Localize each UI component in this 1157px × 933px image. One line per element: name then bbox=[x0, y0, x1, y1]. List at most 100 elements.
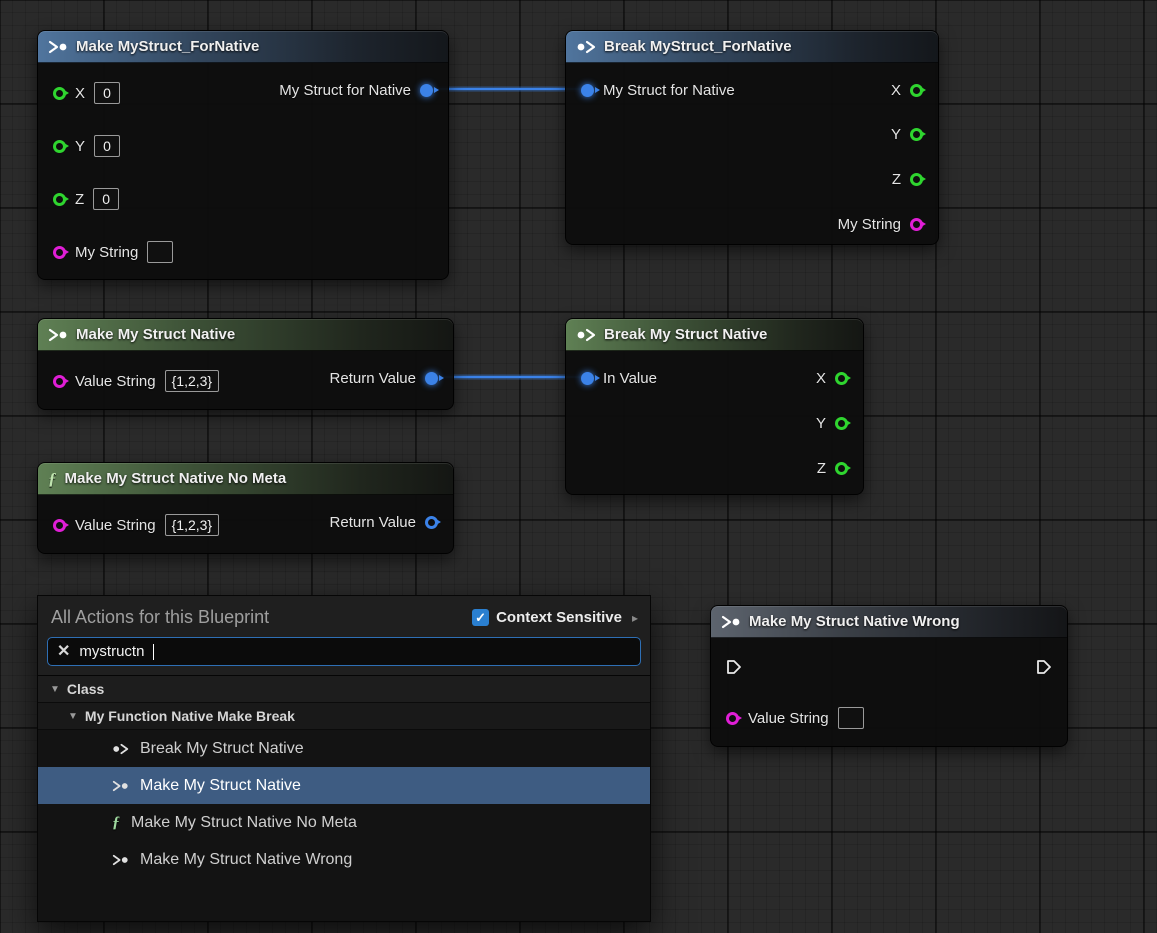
pin-label: Return Value bbox=[329, 369, 416, 387]
node-title: Make My Struct Native Wrong bbox=[749, 613, 960, 630]
node-header[interactable]: Break My Struct Native bbox=[566, 319, 863, 351]
clear-search-icon[interactable]: ✕ bbox=[57, 642, 71, 660]
pin-x[interactable] bbox=[53, 86, 66, 100]
pin-row-value-string: Value String {1,2,3} bbox=[53, 511, 220, 539]
action-item-label: Make My Struct Native bbox=[140, 776, 301, 794]
pin-x-out[interactable] bbox=[835, 371, 848, 385]
node-header[interactable]: Make MyStruct_ForNative bbox=[38, 31, 448, 63]
pin-row-x-out: X bbox=[891, 76, 923, 104]
pin-value-string[interactable] bbox=[53, 374, 66, 388]
pin-row-return-value: Return Value bbox=[330, 508, 438, 536]
node-make-my-struct-native-no-meta[interactable]: ƒ Make My Struct Native No Meta Value St… bbox=[37, 462, 454, 554]
value-string-field[interactable]: {1,2,3} bbox=[164, 514, 220, 536]
pin-label: My Struct for Native bbox=[603, 81, 735, 99]
node-make-mystruct-fornative[interactable]: Make MyStruct_ForNative X 0 Y 0 Z 0 My S… bbox=[37, 30, 449, 280]
pin-label: My Struct for Native bbox=[279, 81, 411, 99]
pin-x-out[interactable] bbox=[910, 83, 923, 97]
pin-y-out[interactable] bbox=[835, 416, 848, 430]
pin-row-y-out: Y bbox=[816, 409, 848, 437]
action-item-make-my-struct-native-no-meta[interactable]: ƒ Make My Struct Native No Meta bbox=[38, 804, 650, 841]
menu-title: All Actions for this Blueprint bbox=[51, 607, 270, 627]
pin-y[interactable] bbox=[53, 139, 66, 153]
make-struct-icon bbox=[48, 328, 68, 342]
pin-return-value-out[interactable] bbox=[425, 515, 438, 529]
context-sensitive-toggle[interactable]: ✓ Context Sensitive ▸ bbox=[472, 609, 638, 626]
make-struct-icon bbox=[48, 40, 68, 54]
pin-row-z: Z 0 bbox=[53, 185, 120, 213]
pin-my-string-value-field[interactable] bbox=[147, 241, 174, 263]
context-sensitive-label: Context Sensitive bbox=[496, 609, 622, 626]
pin-row-z-out: Z bbox=[817, 454, 848, 482]
action-item-make-my-struct-native[interactable]: Make My Struct Native bbox=[38, 767, 650, 804]
pin-my-string[interactable] bbox=[53, 245, 66, 259]
node-header[interactable]: Break MyStruct_ForNative bbox=[566, 31, 938, 63]
pin-label: Y bbox=[890, 125, 901, 143]
pin-y-out[interactable] bbox=[910, 127, 923, 141]
checkbox-checked-icon[interactable]: ✓ bbox=[472, 609, 490, 626]
pin-label: Y bbox=[815, 414, 826, 432]
pin-label: My String bbox=[75, 243, 139, 261]
collapse-triangle-icon[interactable]: ▼ bbox=[68, 710, 78, 722]
action-list: ▼ Class ▼ My Function Native Make Break … bbox=[38, 675, 650, 921]
pin-z[interactable] bbox=[53, 192, 66, 206]
pin-row-input: My Struct for Native bbox=[581, 76, 735, 104]
action-item-label: Make My Struct Native Wrong bbox=[140, 850, 353, 868]
action-item-make-my-struct-native-wrong[interactable]: Make My Struct Native Wrong bbox=[38, 841, 650, 878]
collapse-triangle-icon[interactable]: ▼ bbox=[50, 683, 60, 695]
pin-z-out[interactable] bbox=[910, 172, 923, 186]
pin-label: Y bbox=[75, 137, 86, 155]
pin-label: X bbox=[890, 81, 901, 99]
category-label: My Function Native Make Break bbox=[84, 708, 295, 724]
category-class[interactable]: ▼ Class bbox=[38, 676, 650, 703]
pin-my-string-out[interactable] bbox=[910, 217, 923, 231]
expander-arrow-icon[interactable]: ▸ bbox=[631, 610, 638, 625]
pin-row-in-value: In Value bbox=[581, 364, 657, 392]
pin-label: In Value bbox=[603, 369, 657, 387]
pin-return-value-out[interactable] bbox=[425, 371, 438, 385]
node-make-my-struct-native-wrong[interactable]: Make My Struct Native Wrong Value String bbox=[710, 605, 1068, 747]
node-break-my-struct-native[interactable]: Break My Struct Native In Value X Y Z bbox=[565, 318, 864, 495]
make-struct-icon bbox=[112, 780, 129, 792]
pin-my-struct-for-native-out[interactable] bbox=[420, 83, 433, 97]
pin-in-value[interactable] bbox=[581, 371, 594, 385]
action-search-input[interactable]: ✕ mystructn bbox=[47, 637, 641, 666]
action-item-break-my-struct-native[interactable]: Break My Struct Native bbox=[38, 730, 650, 767]
category-label: Class bbox=[66, 681, 105, 697]
pin-z-out[interactable] bbox=[835, 461, 848, 475]
pin-z-value-field[interactable]: 0 bbox=[93, 188, 120, 210]
exec-in-pin[interactable] bbox=[726, 659, 742, 675]
node-header[interactable]: Make My Struct Native bbox=[38, 319, 453, 351]
node-header[interactable]: Make My Struct Native Wrong bbox=[711, 606, 1067, 638]
pin-my-struct-for-native-in[interactable] bbox=[581, 83, 594, 97]
break-struct-icon bbox=[112, 743, 129, 755]
exec-out-pin[interactable] bbox=[1036, 659, 1052, 675]
pin-label: Value String bbox=[75, 516, 156, 534]
pin-label: X bbox=[75, 84, 86, 102]
pin-row-my-string: My String bbox=[53, 238, 174, 266]
exec-out-row bbox=[1036, 653, 1052, 681]
search-value: mystructn bbox=[79, 643, 145, 660]
text-caret bbox=[153, 643, 155, 660]
pin-y-value-field[interactable]: 0 bbox=[94, 135, 121, 157]
value-string-field[interactable]: {1,2,3} bbox=[164, 370, 220, 392]
node-header[interactable]: ƒ Make My Struct Native No Meta bbox=[38, 463, 453, 495]
pin-x-value-field[interactable]: 0 bbox=[94, 82, 121, 104]
pin-row-value-string: Value String bbox=[726, 704, 864, 732]
node-break-mystruct-fornative[interactable]: Break MyStruct_ForNative My Struct for N… bbox=[565, 30, 939, 245]
break-struct-icon bbox=[576, 328, 596, 342]
pin-label: Value String bbox=[75, 372, 156, 390]
pin-row-value-string: Value String {1,2,3} bbox=[53, 367, 220, 395]
pin-label: Z bbox=[816, 459, 826, 477]
pin-row-x-out: X bbox=[816, 364, 848, 392]
pin-value-string[interactable] bbox=[53, 518, 66, 532]
action-item-label: Break My Struct Native bbox=[140, 739, 304, 757]
pin-value-string[interactable] bbox=[726, 711, 739, 725]
value-string-field[interactable] bbox=[837, 707, 864, 729]
node-make-my-struct-native[interactable]: Make My Struct Native Value String {1,2,… bbox=[37, 318, 454, 410]
category-my-function-native-make-break[interactable]: ▼ My Function Native Make Break bbox=[38, 703, 650, 730]
pin-row-y: Y 0 bbox=[53, 132, 121, 160]
break-struct-icon bbox=[576, 40, 596, 54]
pin-row-x: X 0 bbox=[53, 79, 121, 107]
